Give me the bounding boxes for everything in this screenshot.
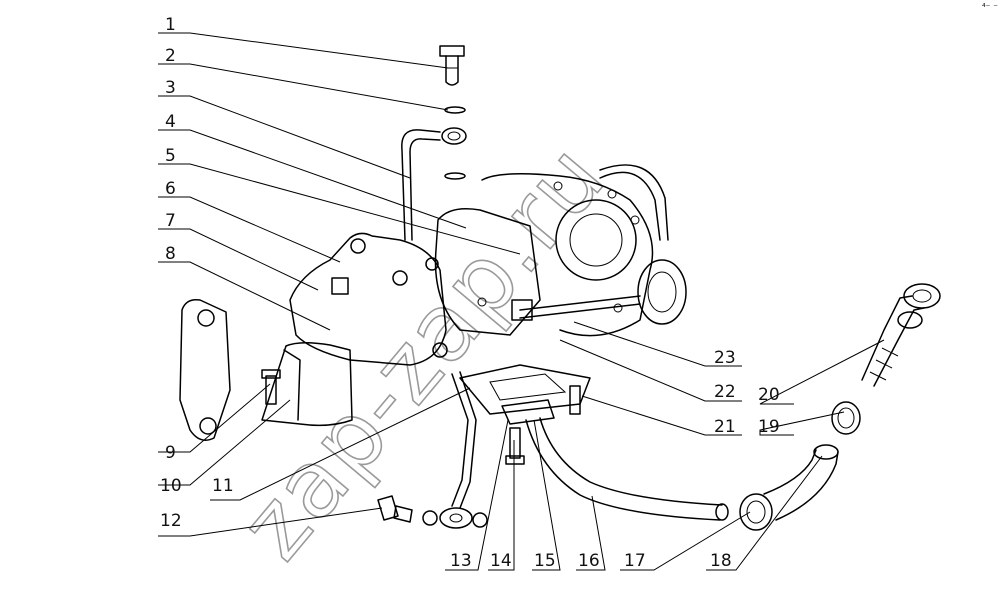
part-bolt-1 [439, 45, 465, 86]
callout-23: 23 [714, 348, 736, 368]
part-washer-2 [444, 106, 466, 114]
part-gasket-8 [179, 298, 231, 441]
callout-4: 4 [165, 112, 176, 132]
callout-1: 1 [165, 15, 176, 35]
part-turbine-housing-4 [434, 173, 687, 337]
callout-15: 15 [534, 551, 556, 571]
callout-20: 20 [758, 385, 780, 405]
leader-lines [158, 32, 885, 571]
part-stud-9 [261, 369, 281, 405]
part-gasket-plate [459, 364, 591, 415]
part-clamp-19 [831, 401, 861, 435]
callout-11: 11 [212, 476, 234, 496]
callout-16: 16 [578, 551, 600, 571]
part-elbow-11 [261, 342, 353, 427]
part-hose-18 [763, 444, 839, 521]
part-clamp-17 [739, 493, 773, 531]
callout-19: 19 [758, 417, 780, 437]
callout-9: 9 [165, 443, 176, 463]
part-exhaust-manifold-6 [289, 232, 448, 366]
part-oil-return-hose-upper [599, 164, 669, 241]
callout-21: 21 [714, 417, 736, 437]
callout-18: 18 [710, 551, 732, 571]
part-oil-drain-tube-20 [861, 283, 941, 387]
corner-mark: ⁴⁻ ⁻ [982, 3, 998, 13]
part-washer-3 [444, 172, 466, 180]
callout-8: 8 [165, 244, 176, 264]
callout-7: 7 [165, 211, 176, 231]
callout-5: 5 [165, 146, 176, 166]
part-bolt-14 [505, 427, 525, 465]
callout-22: 22 [714, 382, 736, 402]
part-oil-return-hose-16 [525, 417, 729, 521]
part-oil-supply-pipe-3 [401, 127, 467, 241]
callout-14: 14 [490, 551, 512, 571]
callout-12: 12 [160, 511, 182, 531]
part-stud-21 [569, 385, 581, 415]
part-union-12 [377, 495, 413, 523]
part-oil-feed-pipe-13 [422, 371, 488, 529]
callout-2: 2 [165, 46, 176, 66]
callout-6: 6 [165, 179, 176, 199]
part-flange-15 [501, 399, 555, 425]
callout-10: 10 [160, 476, 182, 496]
callout-labels: 1 2 3 4 5 6 7 8 9 10 11 12 13 14 15 16 1… [160, 15, 780, 571]
watermark: zap-zap.ru [220, 124, 626, 579]
callout-17: 17 [624, 551, 646, 571]
callout-13: 13 [450, 551, 472, 571]
callout-3: 3 [165, 78, 176, 98]
